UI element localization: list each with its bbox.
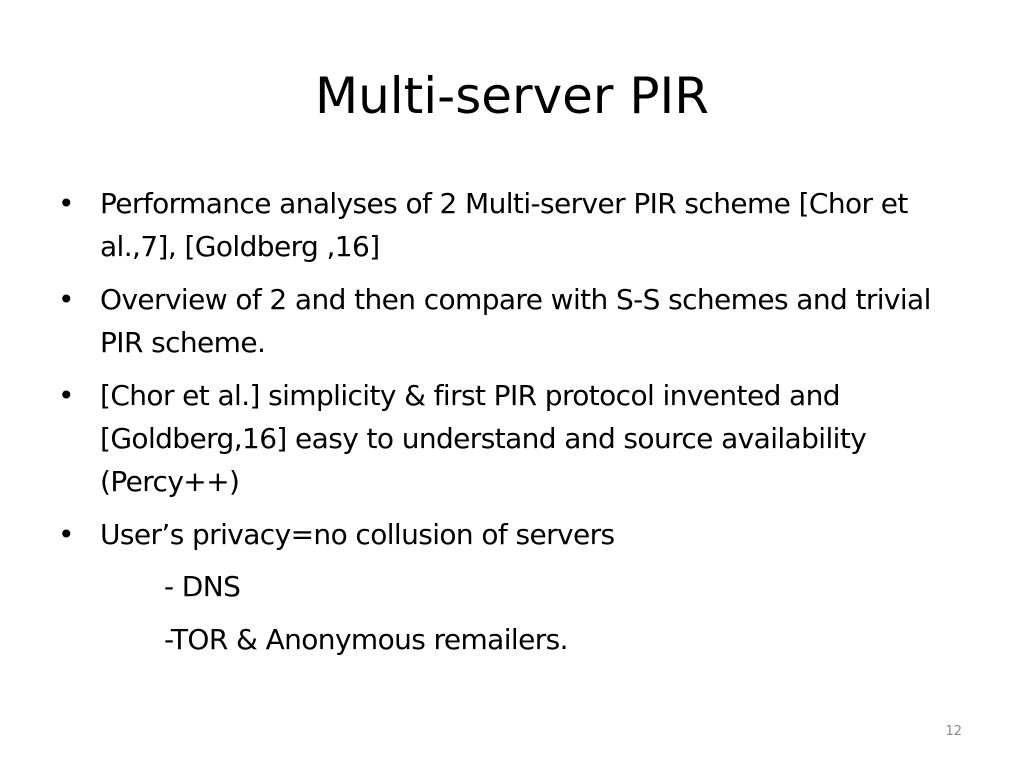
bullet-text: [Chor et al.] simplicity & first PIR pro…: [100, 379, 867, 498]
bullet-marker: •: [58, 379, 75, 412]
slide-title: Multi-server PIR: [314, 67, 710, 125]
bullet-list: • Performance analyses of 2 Multi-server…: [58, 182, 958, 566]
page-number: 12: [945, 724, 962, 739]
sub-item-dns: - DNS: [164, 570, 241, 603]
bullet-item: • User’s privacy=no collusion of servers: [58, 513, 958, 556]
bullet-text: User’s privacy=no collusion of servers: [100, 518, 615, 551]
bullet-item: • Performance analyses of 2 Multi-server…: [58, 182, 958, 268]
bullet-marker: •: [58, 518, 75, 551]
bullet-marker: •: [58, 283, 75, 316]
bullet-item: • Overview of 2 and then compare with S-…: [58, 278, 958, 364]
bullet-marker: •: [58, 187, 75, 220]
bullet-item: • [Chor et al.] simplicity & first PIR p…: [58, 374, 958, 503]
sub-item-tor: -TOR & Anonymous remailers.: [164, 623, 569, 656]
bullet-text: Performance analyses of 2 Multi-server P…: [100, 187, 908, 263]
bullet-text: Overview of 2 and then compare with S-S …: [100, 283, 931, 359]
